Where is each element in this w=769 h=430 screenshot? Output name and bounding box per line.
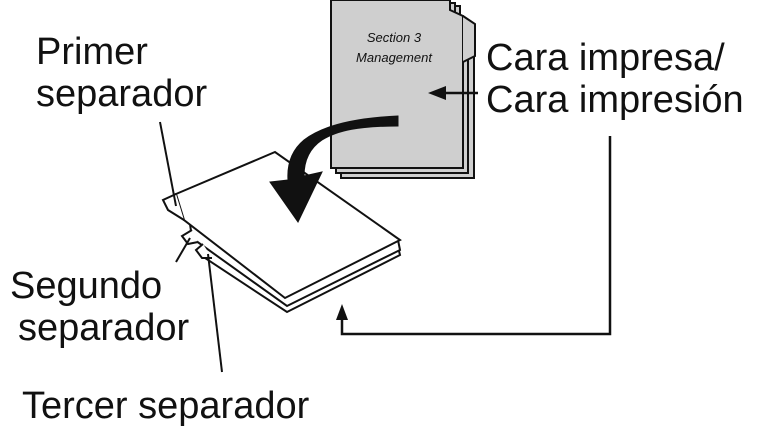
leader-third-divider [207, 253, 223, 373]
divider-tab-2 [180, 229, 199, 246]
paper-sheet-1 [174, 150, 402, 300]
label-second-divider-line1: Segundo [10, 265, 162, 307]
label-print-side-line2: Cara impresión [486, 79, 744, 121]
paper-stack [161, 150, 402, 314]
label-first-divider-line1: Primer [36, 31, 148, 73]
label-first-divider-line2: separador [36, 73, 207, 115]
feed-path-arrowhead [336, 304, 348, 320]
leader-first-divider [159, 121, 177, 207]
print-side-pointer-head [428, 86, 446, 100]
divider-tab-1 [161, 193, 185, 221]
print-side-pointer [428, 86, 478, 100]
tab-document-stack: Section 3 Management [330, 0, 476, 179]
tab-text-line1: Section 3 [367, 30, 422, 45]
tab-sheet-tab-edge [462, 15, 476, 63]
label-print-side-line1: Cara impresa/ [486, 37, 725, 79]
label-second-divider-line2: separador [18, 307, 189, 349]
feed-path-line [340, 136, 612, 336]
tab-sheet-front [330, 0, 464, 169]
feed-path-arrow [336, 136, 612, 336]
flip-arrow [269, 115, 399, 223]
tab-text-line2: Management [356, 50, 433, 65]
label-third-divider: Tercer separador [22, 385, 310, 427]
leader-second-divider [175, 237, 191, 263]
flip-arrow-body [269, 115, 399, 223]
